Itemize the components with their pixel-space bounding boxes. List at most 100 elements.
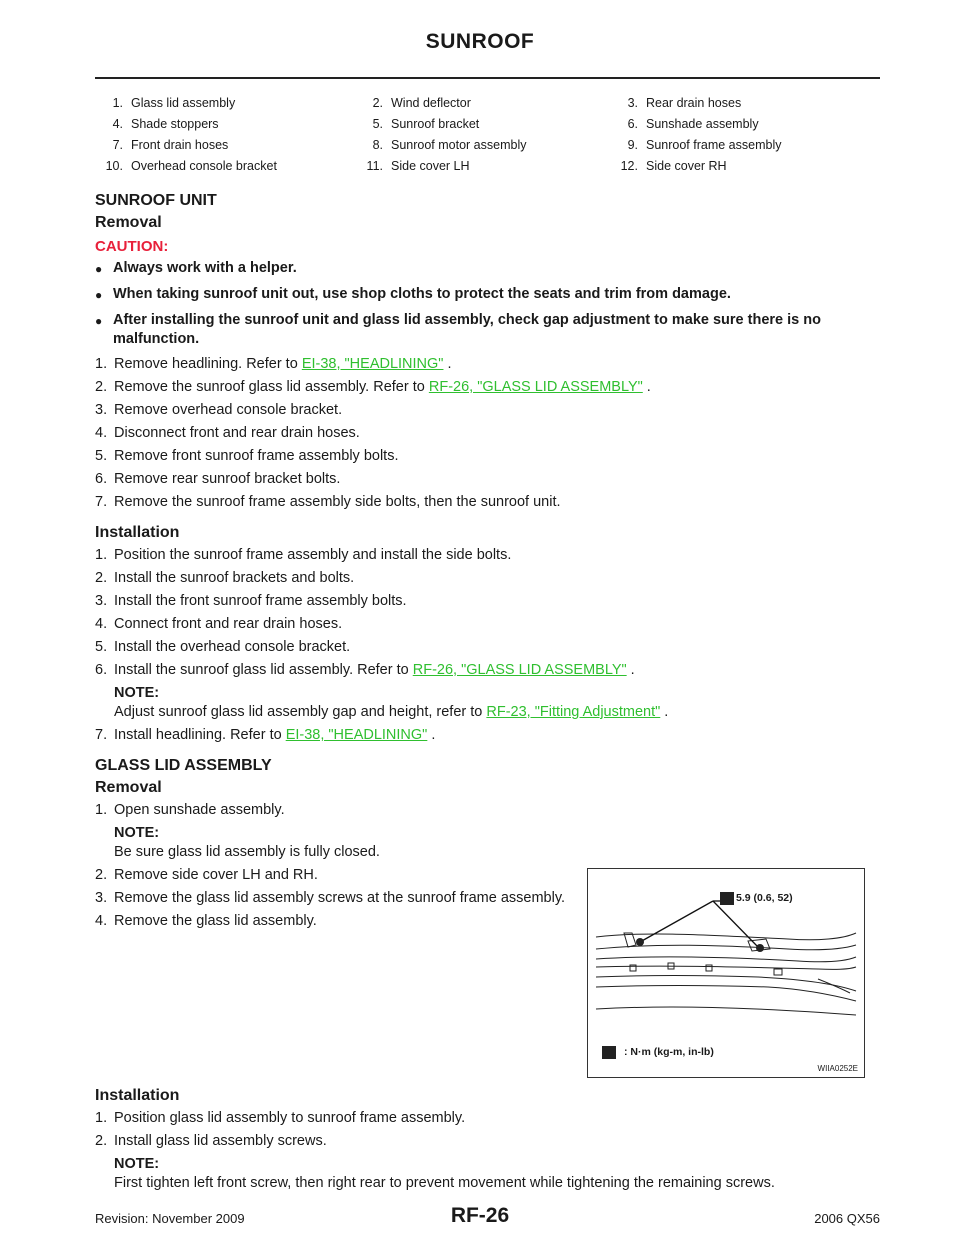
list-item: 5. Install the overhead console bracket. xyxy=(95,638,880,657)
legend-item: 8. Sunroof motor assembly xyxy=(355,138,610,152)
step-text: Remove the sunroof glass lid assembly. R… xyxy=(114,379,651,395)
step-number: 3. xyxy=(95,593,108,609)
list-item: 3.Remove overhead console bracket. xyxy=(95,401,880,420)
caution-text: After installing the sunroof unit and gl… xyxy=(113,312,821,347)
step-text: Remove the glass lid assembly screws at … xyxy=(114,890,566,906)
step-text: Position the sunroof frame assembly and … xyxy=(114,547,512,563)
step-number: 3. xyxy=(95,402,108,418)
step-text: Position glass lid assembly to sunroof f… xyxy=(114,1110,466,1126)
caution-item: ●When taking sunroof unit out, use shop … xyxy=(95,285,880,305)
step-text: Remove rear sunroof bracket bolts. xyxy=(114,471,341,487)
legend-item: 3.Rear drain hoses xyxy=(610,96,880,110)
page-title: SUNROOF xyxy=(425,30,535,53)
step-number: 4. xyxy=(95,913,108,929)
legend-number: 11. xyxy=(366,158,383,173)
caution-label: CAUTION: xyxy=(95,238,169,255)
step-text: Install the sunroof glass lid assembly. … xyxy=(114,662,635,678)
step-text: Remove side cover LH and RH. xyxy=(114,867,318,883)
list-item: 2.Install glass lid assembly screws. xyxy=(95,1132,880,1151)
list-item: 2.Install the sunroof brackets and bolts… xyxy=(95,569,880,588)
reference-link[interactable]: EI-38, "HEADLINING" xyxy=(301,356,444,372)
list-item: 3.Remove the glass lid assembly screws a… xyxy=(95,889,585,908)
step-text: Disconnect front and rear drain hoses. xyxy=(114,425,360,441)
glass-lid-screw-figure: 5.9 (0.6, 52) : N·m (kg-m, in-lb) WIIA02… xyxy=(587,868,865,1078)
list-item: 4. Remove the glass lid assembly. xyxy=(95,912,585,931)
note-text: Adjust sunroof glass lid assembly gap an… xyxy=(114,704,669,720)
legend-item: 10. Overhead console bracket xyxy=(95,159,355,173)
roof-diagram-illustration xyxy=(595,900,857,1016)
link-fitting-adjustment[interactable]: RF-23, "Fitting Adjustment" xyxy=(486,704,661,720)
legend-number: 6. xyxy=(627,116,638,131)
step-text: Install the front sunroof frame assembly… xyxy=(114,593,407,609)
list-item: 1. Remove headlining. Refer to EI-38, "HE… xyxy=(95,355,880,374)
section-title-sunroof-unit: SUNROOF UNIT xyxy=(95,192,217,209)
list-item: 6. Remove rear sunroof bracket bolts. xyxy=(95,470,880,489)
note-text: First tighten left front screw, then rig… xyxy=(114,1175,775,1191)
legend-text: Sunroof bracket xyxy=(391,116,480,131)
figure-code: WIIA0252E xyxy=(817,1064,858,1073)
note-label: NOTE: xyxy=(114,1156,160,1172)
step-text: Remove front sunroof frame assembly bolt… xyxy=(114,448,399,464)
list-item: 3. Install the front sunroof frame assemb… xyxy=(95,592,880,611)
step-text: Install headlining. Refer to EI-38, "HEA… xyxy=(114,727,436,743)
header-divider xyxy=(95,77,880,79)
torque-value: 5.9 (0.6, 52) xyxy=(736,892,793,904)
caution-item: ● After installing the sunroof unit and g… xyxy=(95,311,880,349)
note-label: NOTE: xyxy=(114,825,160,841)
caution-item: ●Always work with a helper. xyxy=(95,259,880,279)
legend-item: 2.Wind deflector xyxy=(355,96,610,110)
legend-text: Front drain hoses xyxy=(131,137,229,152)
step-number: 1. xyxy=(95,356,108,372)
step-number: 4. xyxy=(95,616,108,632)
step-text: Remove the glass lid assembly. xyxy=(114,913,317,929)
reference-link[interactable]: EI-38, "HEADLINING" xyxy=(285,727,428,743)
legend-number: 5. xyxy=(372,116,383,131)
legend-number: 8. xyxy=(372,137,383,152)
legend-text: Wind deflector xyxy=(391,95,471,110)
step-number: 7. xyxy=(95,727,108,743)
torque-wrench-icon xyxy=(720,892,734,905)
caution-text: When taking sunroof unit out, use shop c… xyxy=(113,286,731,302)
subsection-removal: Removal xyxy=(95,214,162,231)
list-item: 7. Remove the sunroof frame assembly side… xyxy=(95,493,880,512)
main-content: SUNROOF UNIT Removal CAUTION: ●Always wo… xyxy=(95,192,880,1197)
list-item: 1.Position glass lid assembly to sunroof… xyxy=(95,1109,880,1128)
step-text: Remove the sunroof frame assembly side b… xyxy=(114,494,561,510)
legend-number: 10. xyxy=(105,158,123,173)
list-item: 6.Install the sunroof glass lid assembly… xyxy=(95,661,880,680)
legend-item: 6. Sunshade assembly xyxy=(610,117,880,131)
legend-text: Side cover LH xyxy=(391,158,470,173)
legend-number: 12. xyxy=(620,158,638,173)
step-text: Remove headlining. Refer to EI-38, "HEAD… xyxy=(114,356,452,372)
legend-item: 5. Sunroof bracket xyxy=(355,117,610,131)
step-number: 5. xyxy=(95,639,108,655)
step-text: Install the sunroof brackets and bolts. xyxy=(114,570,355,586)
step-number: 6. xyxy=(95,471,108,487)
footer-page-number: RF-26 xyxy=(450,1204,510,1227)
list-item: 7. Install headlining. Refer to EI-38, "H… xyxy=(95,726,880,745)
legend-text: Sunshade assembly xyxy=(646,116,759,131)
step-number: 2. xyxy=(95,867,108,883)
list-item: 4.Connect front and rear drain hoses. xyxy=(95,615,880,634)
reference-link[interactable]: RF-26, "GLASS LID ASSEMBLY" xyxy=(428,379,643,395)
torque-wrench-icon xyxy=(602,1046,616,1059)
step-number: 7. xyxy=(95,494,108,510)
legend-number: 9. xyxy=(627,137,638,152)
legend-text: Shade stoppers xyxy=(131,116,219,131)
step-text: Install glass lid assembly screws. xyxy=(114,1133,327,1149)
legend-text: Sunroof motor assembly xyxy=(391,137,527,152)
note-text: Be sure glass lid assembly is fully clos… xyxy=(114,844,380,860)
step-text: Install the overhead console bracket. xyxy=(114,639,351,655)
torque-unit-label: : N·m (kg-m, in-lb) xyxy=(624,1046,714,1058)
list-item: 1.Open sunshade assembly. xyxy=(95,802,285,818)
legend-row: 10. Overhead console bracket 11. Side cover… xyxy=(95,155,880,176)
subsection-glass-installation: Installation xyxy=(95,1087,180,1104)
legend-text: Overhead console bracket xyxy=(131,158,277,173)
reference-link[interactable]: RF-26, "GLASS LID ASSEMBLY" xyxy=(412,662,627,678)
bullet-icon: ● xyxy=(95,314,103,328)
legend-item: 9.Sunroof frame assembly xyxy=(610,138,880,152)
step-number: 1. xyxy=(95,547,108,563)
list-item: 1. Position the sunroof frame assembly an… xyxy=(95,546,880,565)
